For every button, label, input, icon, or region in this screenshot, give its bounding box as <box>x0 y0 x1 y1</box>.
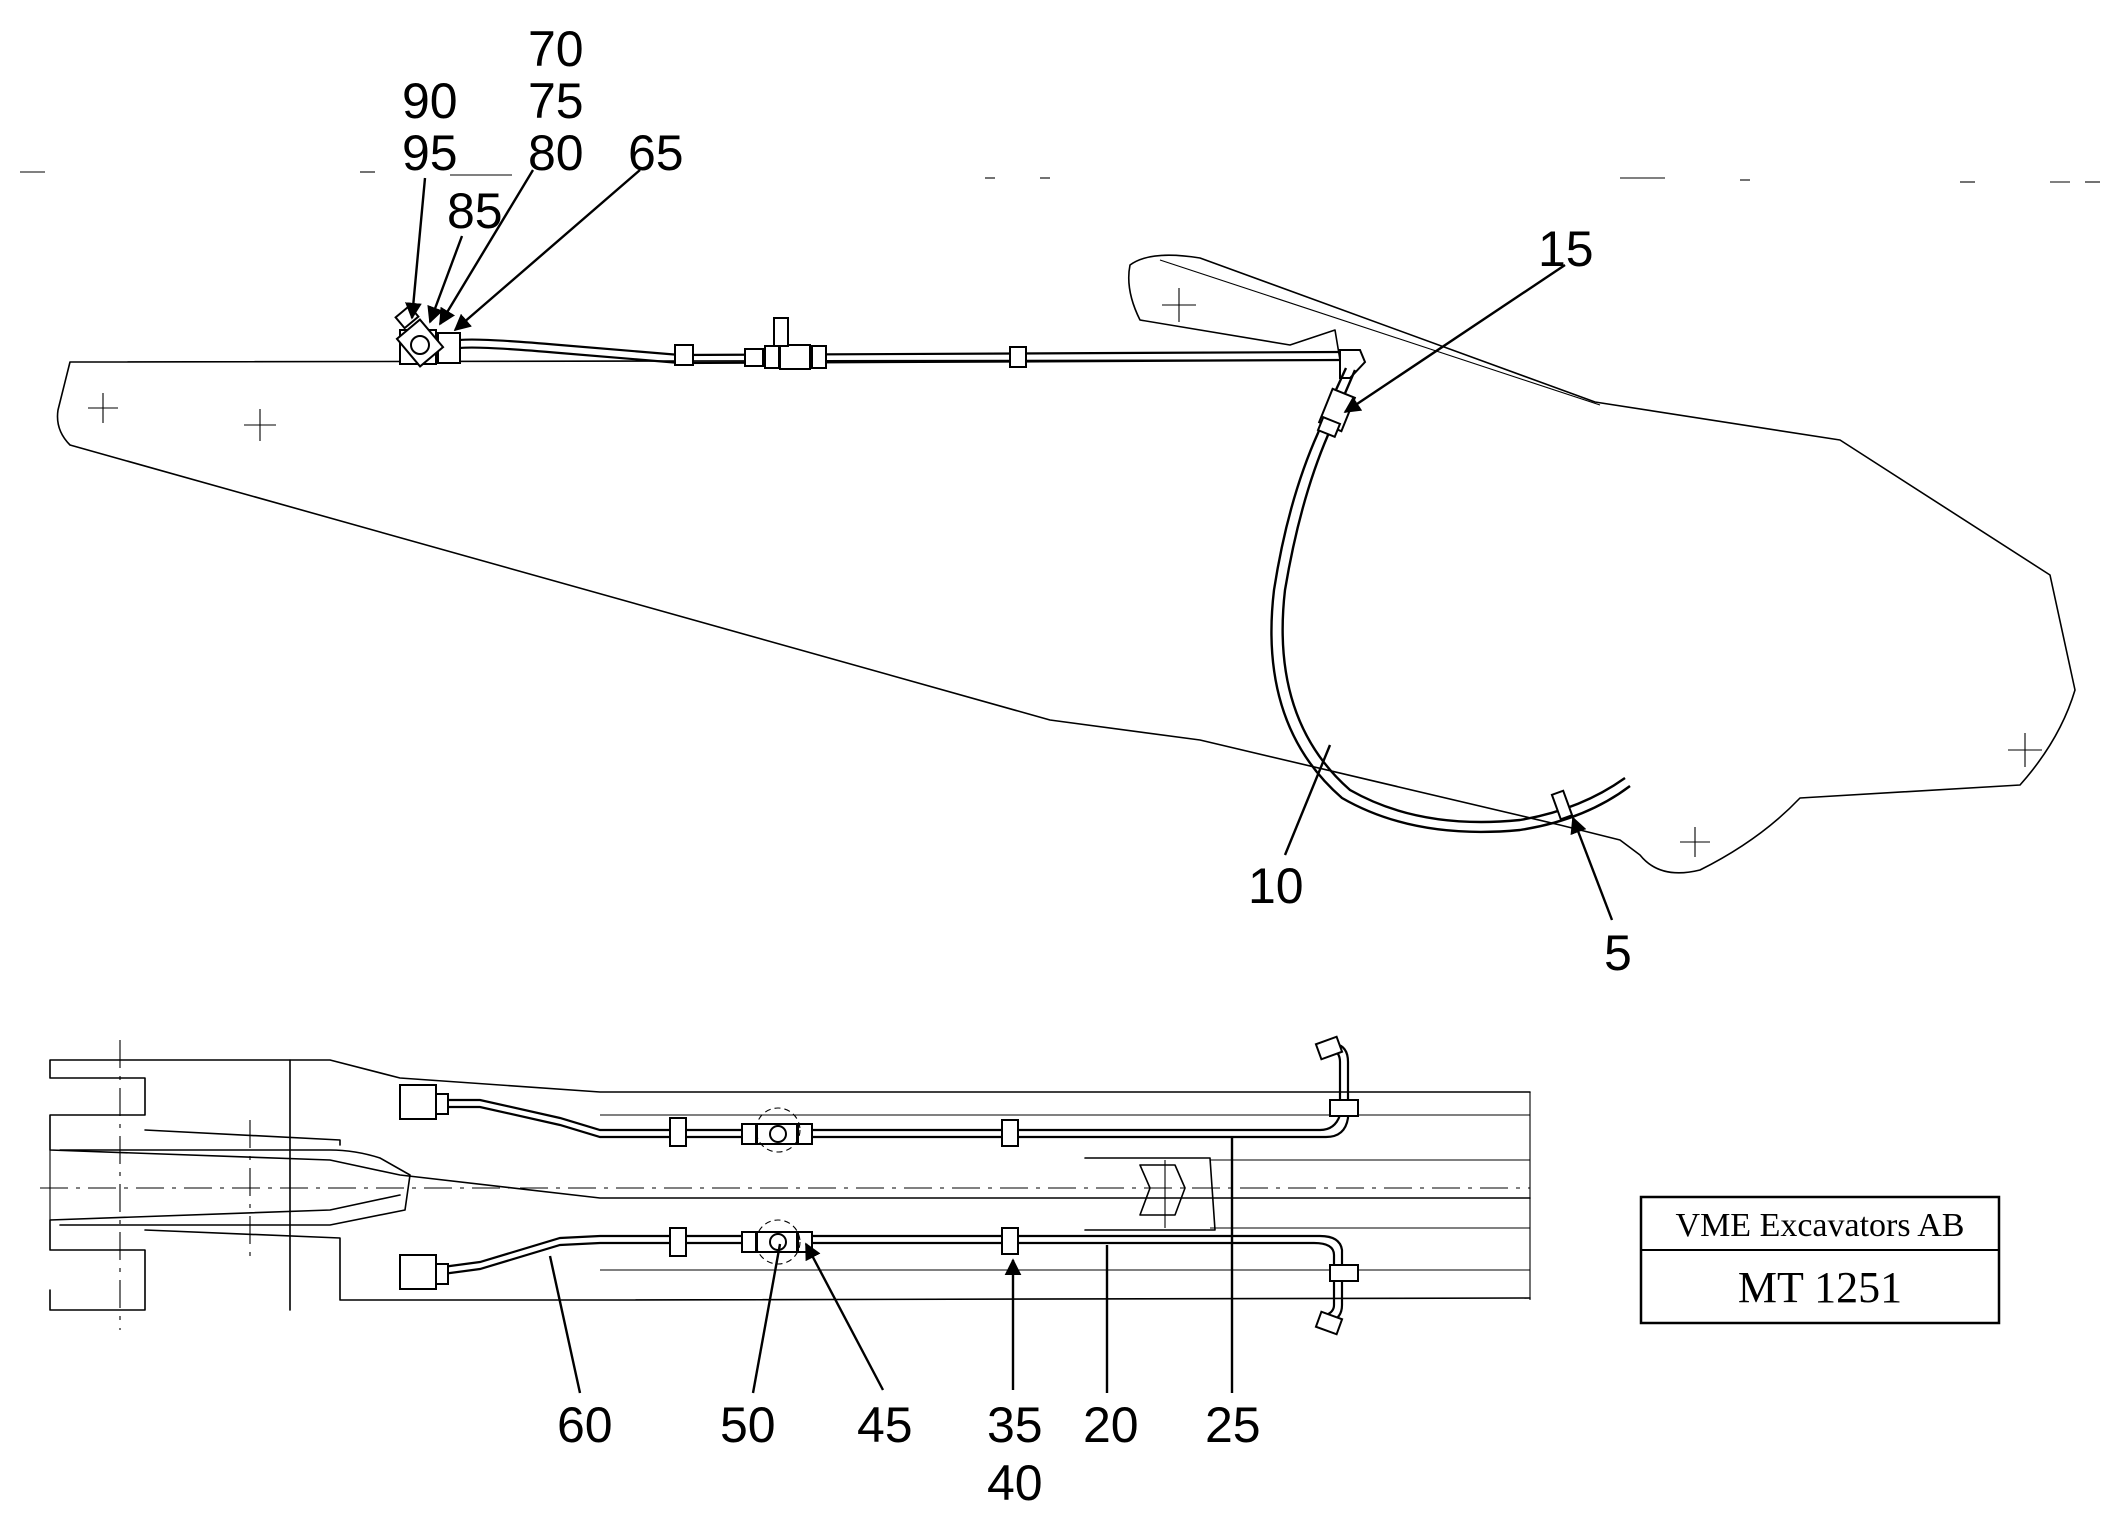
boom-hose <box>1270 367 1631 834</box>
callout-40: 40 <box>987 1455 1043 1511</box>
callout-35: 35 <box>987 1397 1043 1453</box>
pivot-marks <box>88 288 2042 857</box>
top-pipe <box>459 338 1341 365</box>
callout-70: 70 <box>528 21 584 77</box>
callout-85: 85 <box>447 183 503 239</box>
callout-65: 65 <box>628 125 684 181</box>
upper-pipe <box>399 1035 1359 1153</box>
callout-45: 45 <box>857 1397 913 1453</box>
callout-20: 20 <box>1083 1397 1139 1453</box>
callout-75: 75 <box>528 73 584 129</box>
callout-90: 90 <box>402 73 458 129</box>
title-block: VME Excavators AB MT 1251 <box>1639 1195 2001 1325</box>
company-name: VME Excavators AB <box>1676 1207 1965 1244</box>
callout-5: 5 <box>1604 925 1632 981</box>
boom-outline <box>56 254 2076 874</box>
callout-50: 50 <box>720 1397 776 1453</box>
drawing-number: MT 1251 <box>1738 1263 1902 1312</box>
callout-leaders <box>405 169 1614 1394</box>
top-pipe-fittings <box>399 317 1367 379</box>
border-dashes <box>20 171 2100 183</box>
lower-pipe <box>399 1219 1359 1336</box>
callout-60: 60 <box>557 1397 613 1453</box>
boom-top-view <box>40 1035 1531 1336</box>
callout-95: 95 <box>402 125 458 181</box>
callout-15: 15 <box>1538 221 1594 277</box>
callout-10: 10 <box>1248 858 1304 914</box>
boom-side-view <box>56 254 2076 874</box>
callout-numbers: 70 75 80 90 95 85 65 15 10 5 60 50 45 35… <box>402 21 1632 1511</box>
callout-25: 25 <box>1205 1397 1261 1453</box>
top-view-outline <box>49 1059 1531 1311</box>
callout-80: 80 <box>528 125 584 181</box>
